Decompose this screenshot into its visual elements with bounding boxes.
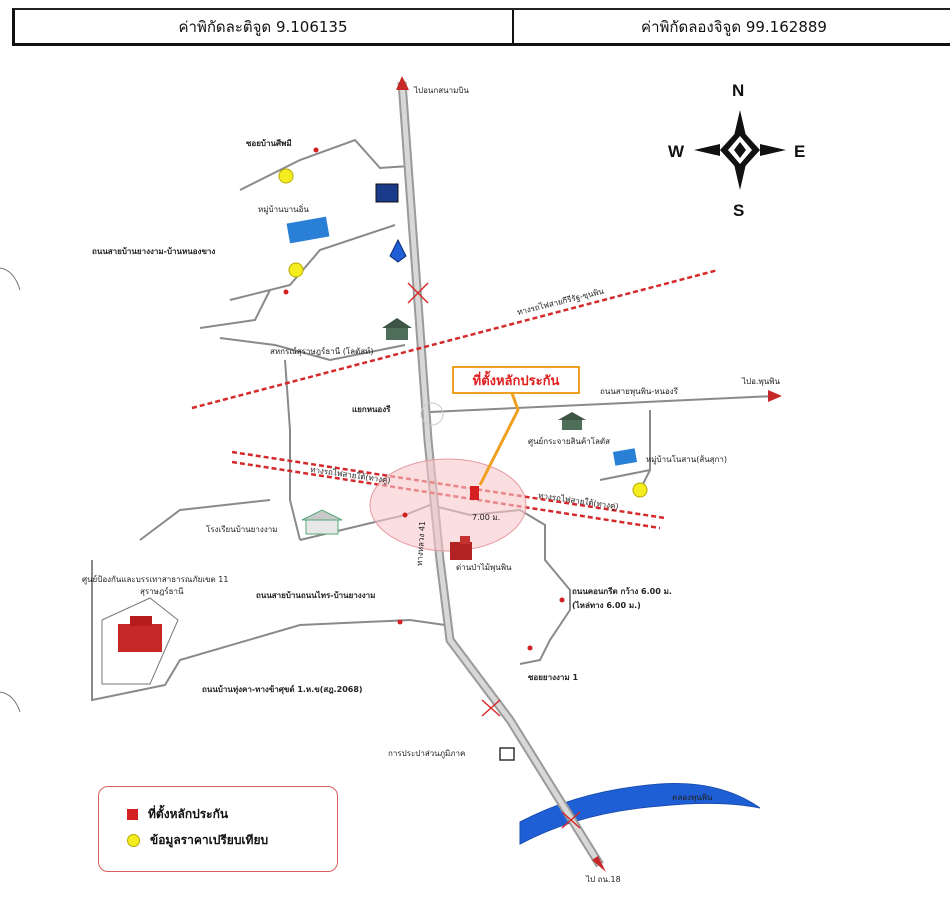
minor-roads bbox=[91, 138, 776, 702]
property-marker bbox=[470, 486, 479, 500]
east-arrow-head bbox=[768, 390, 782, 402]
label-water-supply: การประปาส่วนภูมิภาค bbox=[388, 749, 465, 759]
comparison-marker-3 bbox=[632, 482, 648, 498]
label-north-dest: ไปอนกสนามบิน bbox=[413, 86, 469, 95]
margin-arc-bottom bbox=[0, 691, 21, 713]
callout-pointer bbox=[478, 392, 520, 486]
map-legend: ที่ตั้งหลักประกัน ข้อมูลราคาเปรียบเทียบ bbox=[98, 786, 338, 872]
comparison-marker-1 bbox=[288, 262, 304, 278]
comparison-marker-2 bbox=[278, 168, 294, 184]
compass-w: W bbox=[668, 142, 685, 161]
margin-arc-top bbox=[0, 267, 21, 291]
longitude-label: ค่าพิกัดลองจิจูด 99.162889 bbox=[512, 10, 950, 43]
warehouse-icon bbox=[382, 318, 412, 340]
label-road-south: ถนนบ้านทุ่งคา-ทางข้าศุขต์ 1.ห.ข(สฎ.2068) bbox=[202, 684, 363, 695]
legend-label-property: ที่ตั้งหลักประกัน bbox=[148, 807, 229, 821]
label-railway-2a: ทางรถไฟสายใต้(ทางคู่) bbox=[310, 465, 392, 486]
compass-e: E bbox=[794, 142, 805, 161]
road-markers bbox=[283, 147, 565, 651]
fuel-station-icon bbox=[389, 238, 407, 263]
south-arrow-head bbox=[592, 856, 606, 872]
label-road-east: ถนนสายพุนพิน-หนองรี bbox=[600, 387, 679, 396]
crossing-marks bbox=[407, 282, 581, 829]
label-coop-housing: สหกรณ์สุราษฎร์ธานี (โลตัสท์) bbox=[270, 346, 374, 356]
label-east-dest: ไปอ.พุนพิน bbox=[741, 377, 780, 386]
label-forest-office: ด่านป่าไม้พุนพิน bbox=[456, 563, 512, 572]
label-concrete-road-1: ถนนคอนกรีต กว้าง 6.00 ม. bbox=[572, 586, 672, 596]
label-village-ban-en: หมู่บ้านบานอิ่น bbox=[258, 203, 309, 215]
label-school: โรงเรียนบ้านยางงาม bbox=[206, 524, 277, 534]
school-icon bbox=[301, 509, 343, 535]
compass-s: S bbox=[733, 201, 744, 220]
label-canal: คลองพุนพิน bbox=[672, 793, 713, 802]
label-railway-2b: ทางรถไฟสายใต้(ทางคู่) bbox=[538, 491, 620, 512]
label-south-dest: ไป ถน.18 bbox=[585, 875, 621, 884]
label-fire-center-2: สุราษฎร์ธานี bbox=[140, 586, 184, 596]
latitude-label: ค่าพิกัดละติจูด 9.106135 bbox=[178, 17, 348, 36]
distribution-center-icon bbox=[558, 412, 586, 430]
label-highway-name: ทางหลวง 41 bbox=[415, 521, 427, 566]
label-road-ban-bangkan: ถนนสายบ้านยางงาม-บ้านหนองขาง bbox=[92, 246, 215, 256]
gas-station-icon bbox=[375, 183, 399, 203]
legend-item-comparison: ข้อมูลราคาเปรียบเทียบ bbox=[127, 831, 268, 850]
coordinate-header-bar: ค่าพิกัดละติจูด 9.106135 ค่าพิกัดลองจิจู… bbox=[12, 8, 950, 46]
label-soi-yang-ngam: ซอยยางงาม 1 bbox=[528, 673, 578, 682]
canal-river bbox=[519, 783, 761, 845]
label-nong-si-junction: แยกหนองรี bbox=[352, 404, 391, 414]
fire-center-icon bbox=[101, 597, 179, 685]
legend-label-comparison: ข้อมูลราคาเปรียบเทียบ bbox=[150, 833, 269, 847]
main-highway bbox=[397, 81, 604, 868]
water-supply-icon bbox=[499, 747, 515, 761]
label-village-east: หมู่บ้านโนสาน(ส้นสุกา) bbox=[646, 454, 727, 465]
forest-office-icon bbox=[450, 536, 472, 560]
property-swatch bbox=[127, 809, 138, 820]
property-zone-ellipse bbox=[369, 458, 527, 552]
comparison-swatch bbox=[127, 834, 140, 847]
label-concrete-road-2: (ไหล่ทาง 6.00 ม.) bbox=[572, 600, 641, 610]
comparison-markers bbox=[278, 168, 648, 498]
property-callout: ที่ตั้งหลักประกัน bbox=[452, 366, 580, 394]
north-arrow-head bbox=[396, 76, 409, 90]
compass-rose: N S W E bbox=[668, 81, 805, 220]
label-marker-value: 7.00 ม. bbox=[472, 513, 500, 522]
compass-n: N bbox=[732, 81, 744, 100]
village-east-icon bbox=[612, 448, 638, 466]
nong-si-junction-circle bbox=[420, 402, 444, 426]
legend-item-property: ที่ตั้งหลักประกัน bbox=[127, 805, 228, 824]
label-soi-ban-si: ซอยบ้านศีพมี bbox=[246, 138, 292, 148]
village-ban-en-icon bbox=[286, 216, 330, 244]
label-road-bang-yang: ถนนสายบ้านถนนไทร-บ้านยางงาม bbox=[256, 590, 375, 600]
label-dist-center: ศูนย์กระจายสินค้าโลตัส bbox=[528, 436, 610, 447]
label-fire-center-1: ศูนย์ป้องกันและบรรเทาสาธารณภัยเขต 11 bbox=[82, 574, 228, 585]
label-railway: ทางรถไฟสายกีรีรัฐ-ขุนพิน bbox=[516, 287, 605, 317]
